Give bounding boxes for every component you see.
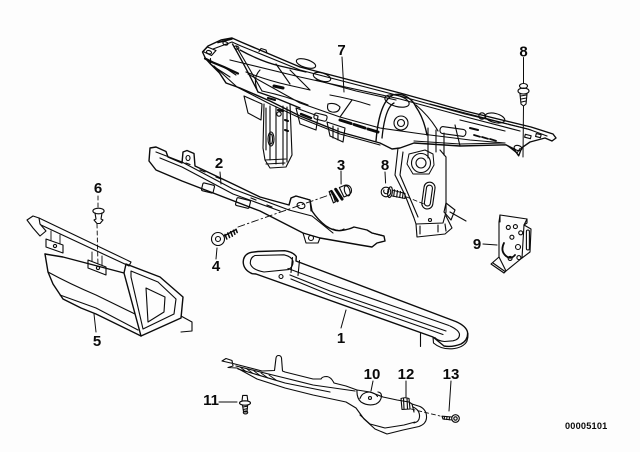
svg-text:8: 8 [519,44,527,61]
svg-text:3: 3 [337,157,345,174]
svg-text:4: 4 [212,258,221,275]
svg-text:1: 1 [337,330,345,347]
svg-text:10: 10 [364,366,381,383]
svg-text:9: 9 [473,236,481,253]
svg-text:7: 7 [337,42,345,59]
svg-text:2: 2 [215,155,223,172]
svg-text:12: 12 [398,366,415,383]
svg-text:00005101: 00005101 [565,421,607,431]
svg-text:11: 11 [203,392,219,409]
svg-text:5: 5 [93,333,101,350]
svg-text:6: 6 [94,180,102,197]
svg-text:13: 13 [443,366,460,383]
svg-text:8: 8 [381,157,389,174]
